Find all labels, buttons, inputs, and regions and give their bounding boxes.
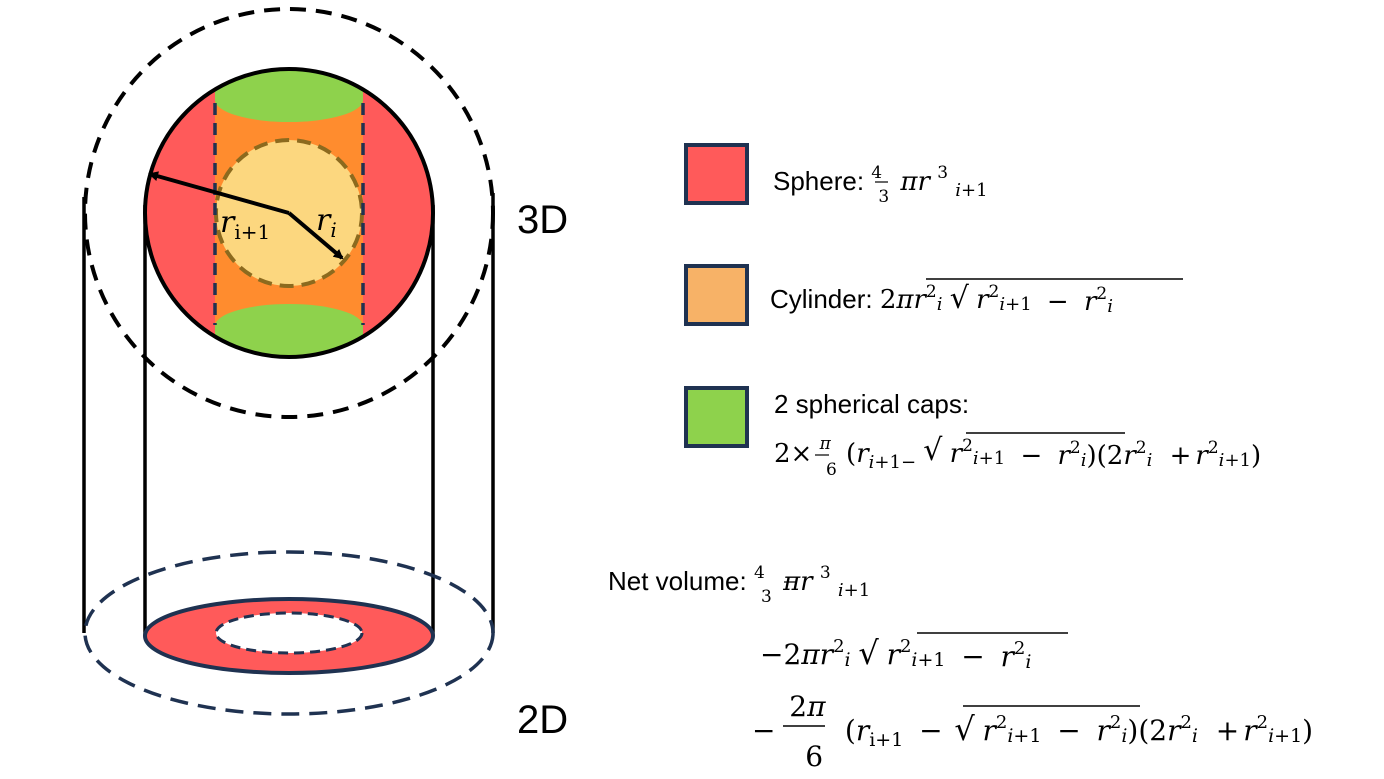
legend: Sphere: 4 3 πr 3 i+1 Cylinder: 2πr2i √ r… xyxy=(684,143,1261,481)
legend-caps-formula: 2× π 6 (ri+1− √ r2i+1 − r2i)(2r2i +r2i+1… xyxy=(774,425,1261,481)
legend-swatch-sphere xyxy=(684,143,749,205)
label-3d: 3D xyxy=(517,198,568,242)
label-2d: 2D xyxy=(517,698,568,742)
legend-cylinder-formula: Cylinder: 2πr2i √ r2i+1 − r2i xyxy=(770,281,1113,317)
net-volume-line-1: Net volume: 4 3 πr 3 i+1 xyxy=(608,554,870,608)
bottom-cap-green xyxy=(215,304,363,348)
net-volume-block: Net volume: 4 3 πr 3 i+1 −2πr2i √ r2i+1 … xyxy=(608,554,1313,773)
three-d-figure: ri+1 ri 3D 2D xyxy=(82,7,568,742)
base-inner-hole xyxy=(214,611,364,655)
radius-arrow-inner xyxy=(287,211,344,260)
net-volume-line-3: − 2π 6 (ri+1 − √ r2i+1 − r2i)(2r2i +r2i+… xyxy=(752,690,1313,773)
radius-arrow-outer xyxy=(148,171,290,215)
legend-caps-name: 2 spherical caps: xyxy=(774,389,969,419)
legend-sphere-formula: Sphere: 4 3 πr 3 i+1 xyxy=(773,154,988,208)
r-inner-label: ri xyxy=(316,203,337,242)
r-outer-label: ri+1 xyxy=(220,205,270,244)
legend-swatch-caps xyxy=(684,386,749,448)
legend-swatch-cylinder xyxy=(684,264,749,326)
base-outer-dashed-ellipse xyxy=(83,550,495,716)
net-volume-line-2: −2πr2i √ r2i+1 − r2i xyxy=(760,634,1031,673)
